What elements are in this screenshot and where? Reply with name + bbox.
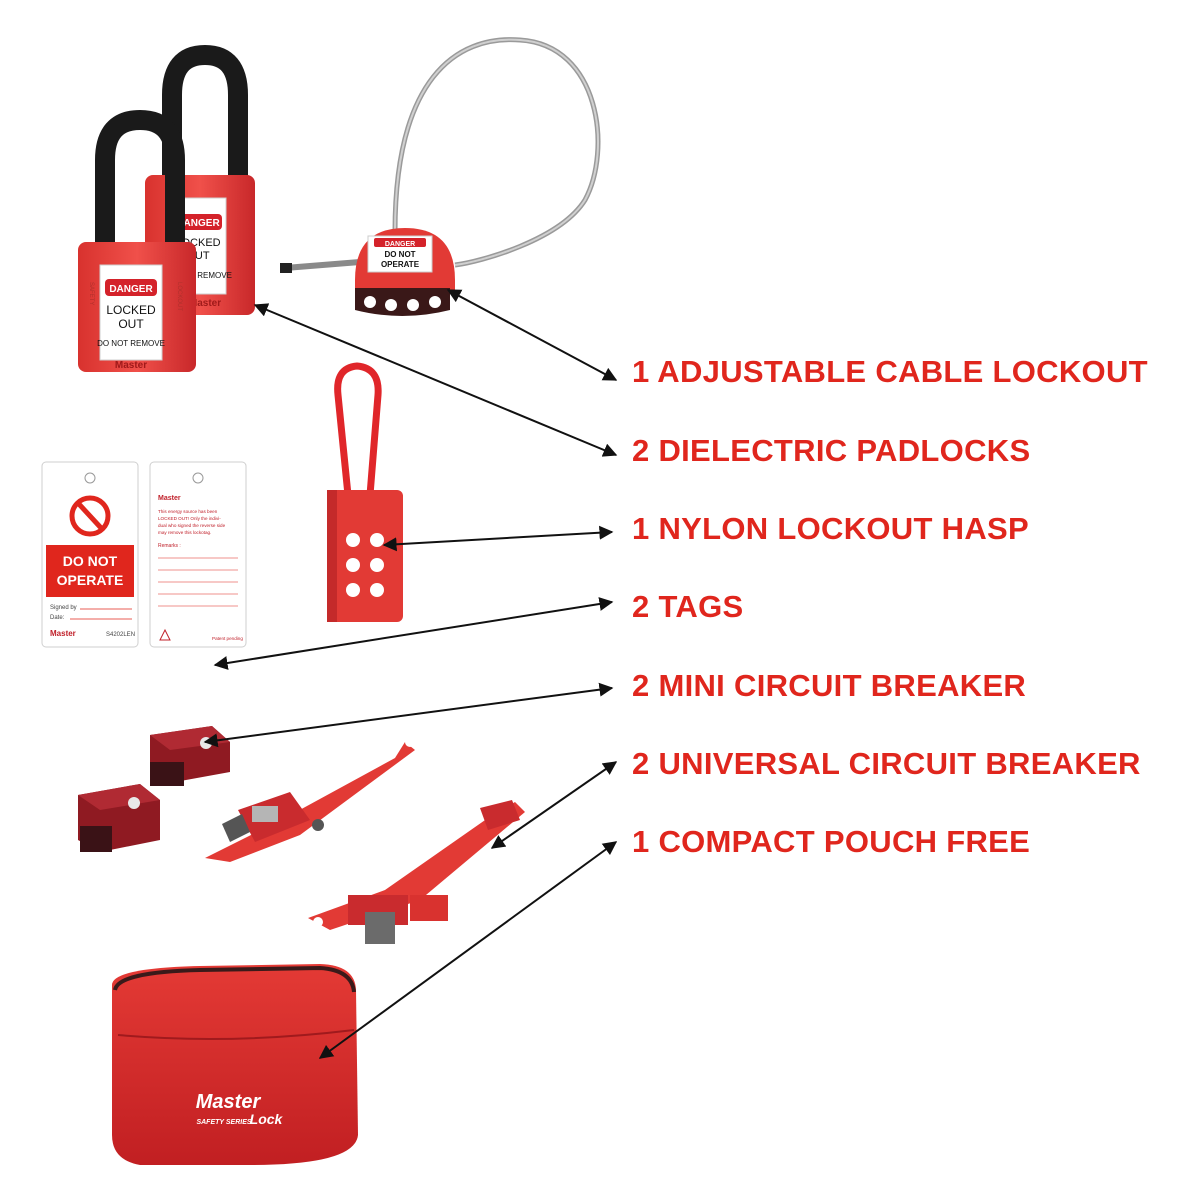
- cable-lockout-danger: DANGER: [385, 241, 415, 248]
- padlock-back-line3: DO NOT REMOVE: [164, 271, 232, 280]
- compact-pouch: Master Lock SAFETY SERIES: [112, 964, 358, 1165]
- label-nylon-hasp: 1 NYLON LOCKOUT HASP: [632, 511, 1029, 546]
- tag-front-brand: Master: [50, 629, 76, 638]
- cable-lockout-line2: OPERATE: [381, 260, 420, 269]
- padlock-front-line2: OUT: [118, 317, 144, 331]
- padlock-back-danger: DANGER: [176, 218, 220, 229]
- tag-back-patent: Patent pending: [212, 636, 243, 641]
- padlock-front-brand: Master: [115, 360, 147, 371]
- tag-front-line2: OPERATE: [57, 572, 124, 588]
- nylon-lockout-hasp: [327, 362, 403, 622]
- arrow-mini-breaker: [203, 682, 614, 748]
- padlock-front-line3: DO NOT REMOVE: [97, 339, 165, 348]
- tag-front-signed: Signed by: [50, 605, 77, 611]
- tag-back-remarks: Remarks :: [158, 543, 181, 549]
- label-mini-circuit-breaker: 2 MINI CIRCUIT BREAKER: [632, 668, 1027, 703]
- label-dielectric-padlocks: 2 DIELECTRIC PADLOCKS: [632, 433, 1031, 468]
- tag-back-text1: This energy source has been: [158, 509, 218, 514]
- arrow-universal-breaker: [490, 761, 618, 849]
- padlock-front-danger: DANGER: [109, 284, 153, 295]
- tag-front-line1: DO NOT: [63, 553, 118, 569]
- label-tags: 2 TAGS: [632, 589, 744, 624]
- tag-back-text3: dual who signed the reverse side: [158, 523, 226, 528]
- label-compact-pouch: 1 COMPACT POUCH FREE: [632, 824, 1031, 859]
- padlock-front-line1: LOCKED: [106, 303, 156, 317]
- label-cable-lockout: 1 ADJUSTABLE CABLE LOCKOUT: [632, 354, 1148, 389]
- tag-back: Master This energy source has been LOCKE…: [149, 461, 247, 648]
- universal-circuit-breaker-lockout: [205, 737, 525, 944]
- padlock-side-left: SAFETY: [88, 282, 94, 305]
- tag-front-date: Date:: [50, 615, 65, 621]
- arrow-pouch: [318, 841, 618, 1059]
- tag-front-code: S4202LEN: [106, 632, 135, 638]
- padlock-back-brand: Master: [189, 298, 221, 309]
- dielectric-padlock-front: DANGER LOCKED OUT DO NOT REMOVE Master S…: [78, 109, 196, 372]
- label-universal-circuit-breaker: 2 UNIVERSAL CIRCUIT BREAKER: [632, 746, 1141, 781]
- arrow-hasp: [382, 525, 614, 552]
- arrow-padlocks: [253, 303, 618, 457]
- adjustable-cable-lockout: DANGER DO NOT OPERATE: [280, 37, 601, 316]
- pouch-brand-1: Master: [196, 1091, 262, 1113]
- pouch-series: SAFETY SERIES: [196, 1119, 251, 1126]
- tag-back-text4: may remove this lockotag.: [158, 530, 211, 535]
- callout-arrows: [203, 289, 618, 1059]
- arrow-cable-lockout: [446, 289, 618, 381]
- mini-circuit-breaker-lockout: [78, 726, 230, 852]
- cable-lockout-line1: DO NOT: [384, 250, 415, 259]
- tag-back-text2: LOCKED OUT! Only the indivi-: [158, 516, 221, 521]
- tag-back-brand: Master: [158, 495, 181, 502]
- tag-front: DO NOT OPERATE Signed by Date: Master S4…: [41, 461, 139, 648]
- padlock-side-right: LOCKOUT: [176, 282, 182, 311]
- arrow-tags: [213, 597, 614, 670]
- pouch-brand-2: Lock: [250, 1111, 284, 1127]
